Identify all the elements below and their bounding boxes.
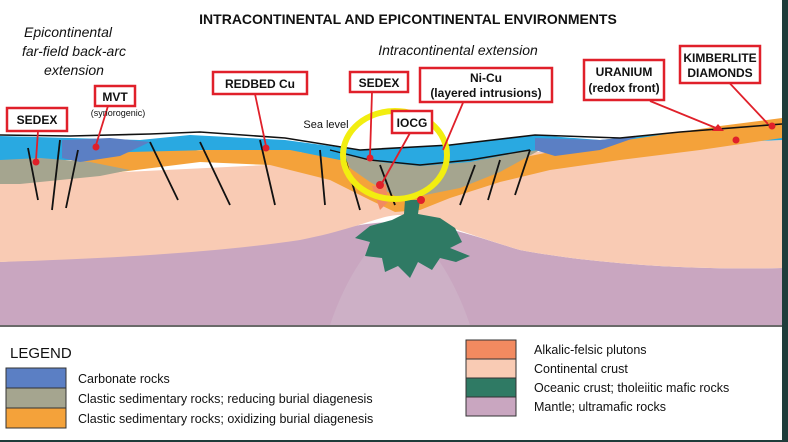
sedex-center-label: SEDEX bbox=[359, 76, 400, 90]
left-region-label-2: far-field back-arc bbox=[22, 43, 126, 59]
legend-label-carbonate: Carbonate rocks bbox=[78, 372, 170, 386]
mvt-note: (synorogenic) bbox=[91, 108, 146, 118]
legend-title: LEGEND bbox=[10, 345, 72, 362]
uranium-label-2: (redox front) bbox=[588, 81, 659, 95]
faults bbox=[27, 139, 531, 211]
mafic-intrusion bbox=[355, 200, 470, 278]
legend-swatch-continental bbox=[465, 358, 517, 379]
legend-label-reducing: Clastic sedimentary rocks; reducing buri… bbox=[78, 392, 373, 406]
iocg-label: IOCG bbox=[397, 116, 428, 130]
legend-label-mantle: Mantle; ultramafic rocks bbox=[534, 400, 666, 414]
legend-swatches bbox=[5, 339, 517, 429]
uranium-label-1: URANIUM bbox=[596, 65, 653, 79]
carbonate-right bbox=[535, 136, 640, 156]
redbed-label: REDBED Cu bbox=[225, 77, 295, 91]
legend-swatch-alkalic bbox=[465, 339, 517, 360]
diagram-title: INTRACONTINENTAL AND EPICONTINENTAL ENVI… bbox=[199, 11, 617, 27]
nicu-label-1: Ni-Cu bbox=[470, 71, 502, 85]
legend-swatch-oxidizing bbox=[5, 407, 67, 429]
mantle-plume bbox=[330, 220, 470, 325]
kimberlite-label-2: DIAMONDS bbox=[687, 66, 752, 80]
carbonate-left bbox=[62, 138, 150, 162]
legend-label-oxidizing: Clastic sedimentary rocks; oxidizing bur… bbox=[78, 412, 373, 426]
left-region-label-3: extension bbox=[44, 62, 104, 78]
left-region-label-1: Epicontinental bbox=[24, 24, 113, 40]
kimberlite-label-1: KIMBERLITE bbox=[683, 51, 756, 65]
legend-label-continental: Continental crust bbox=[534, 362, 628, 376]
nicu-label-2: (layered intrusions) bbox=[430, 86, 541, 100]
deposit-markers bbox=[32, 122, 776, 204]
basin-floor-line bbox=[329, 149, 531, 166]
legend-swatch-carbonate bbox=[5, 367, 67, 389]
legend-label-oceanic: Oceanic crust; tholeiitic mafic rocks bbox=[534, 381, 729, 395]
mvt-label: MVT bbox=[102, 90, 128, 104]
legend-swatch-mantle bbox=[465, 396, 517, 417]
surface-line bbox=[0, 123, 782, 151]
reducing-clastics-left bbox=[0, 158, 130, 184]
legend-label-alkalic: Alkalic-felsic plutons bbox=[534, 343, 647, 357]
sedex-left-label: SEDEX bbox=[17, 113, 58, 127]
label-boxes bbox=[5, 44, 762, 135]
legend-swatch-reducing bbox=[5, 387, 67, 409]
center-region-label: Intracontinental extension bbox=[378, 42, 538, 58]
sea-level-label: Sea level bbox=[303, 119, 348, 131]
legend-swatch-oceanic bbox=[465, 377, 517, 398]
